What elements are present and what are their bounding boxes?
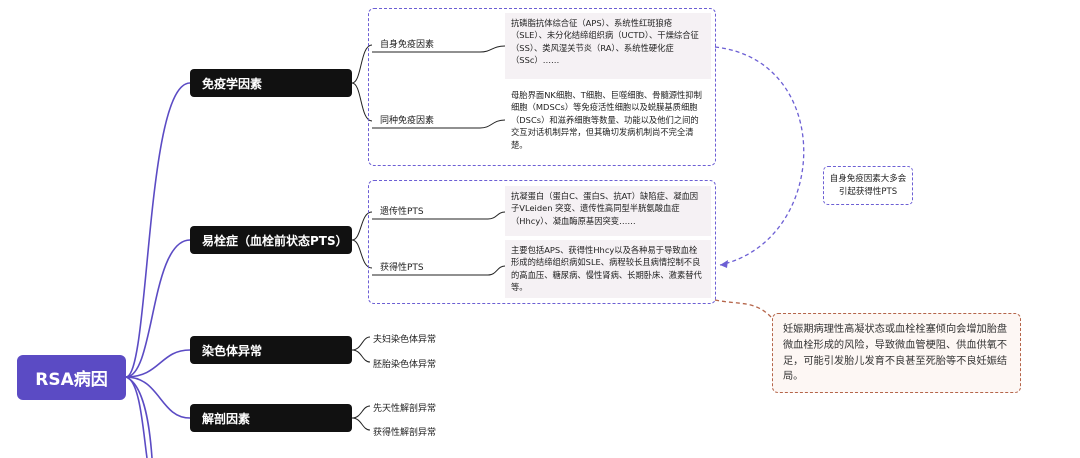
sub-hereditary-pts[interactable]: 遗传性PTS: [380, 207, 424, 218]
category-thrombophilia[interactable]: 易栓症（血栓前状态PTS）: [190, 226, 352, 254]
sub-acquired-pts[interactable]: 获得性PTS: [380, 263, 424, 274]
leaf-congenital-anatomy[interactable]: 先天性解剖异常: [373, 404, 437, 414]
alloimmune-text: 母胎界面NK细胞、T细胞、巨噬细胞、骨髓源性抑制细胞（MDSCs）等免疫活性细胞…: [505, 85, 711, 161]
category-chromosome[interactable]: 染色体异常: [190, 336, 352, 364]
leaf-acquired-anatomy[interactable]: 获得性解剖异常: [373, 428, 437, 438]
leaf-embryo-chromosome[interactable]: 胚胎染色体异常: [373, 360, 437, 370]
category-immune[interactable]: 免疫学因素: [190, 69, 352, 97]
leaf-parental-chromosome[interactable]: 夫妇染色体异常: [373, 335, 437, 345]
sub-autoimmune[interactable]: 自身免疫因素: [380, 40, 435, 51]
acquired-pts-text: 主要包括APS、获得性Hhcy以及各种易于导致血栓形成的结缔组织病如SLE、病程…: [505, 240, 711, 298]
autoimmune-text: 抗磷脂抗体综合征（APS）、系统性红斑狼疮（SLE）、未分化结缔组织病（UCTD…: [505, 13, 711, 79]
note-pregnancy-hypercoagulation[interactable]: 妊娠期病理性高凝状态或血栓栓塞倾向会增加胎盘微血栓形成的风险，导致微血管梗阻、供…: [772, 313, 1021, 393]
root-node[interactable]: RSA病因: [17, 355, 126, 400]
immune-group: [368, 8, 716, 166]
hereditary-pts-text: 抗凝蛋白（蛋白C、蛋白S、抗AT）缺陷症、凝血因子VLeiden 突变、遗传性高…: [505, 186, 711, 236]
sub-alloimmune[interactable]: 同种免疫因素: [380, 116, 435, 127]
category-anatomy[interactable]: 解剖因素: [190, 404, 352, 432]
note-autoimmune-pts[interactable]: 自身免疫因素大多会引起获得性PTS: [823, 166, 913, 205]
thrombo-group: [368, 180, 716, 304]
